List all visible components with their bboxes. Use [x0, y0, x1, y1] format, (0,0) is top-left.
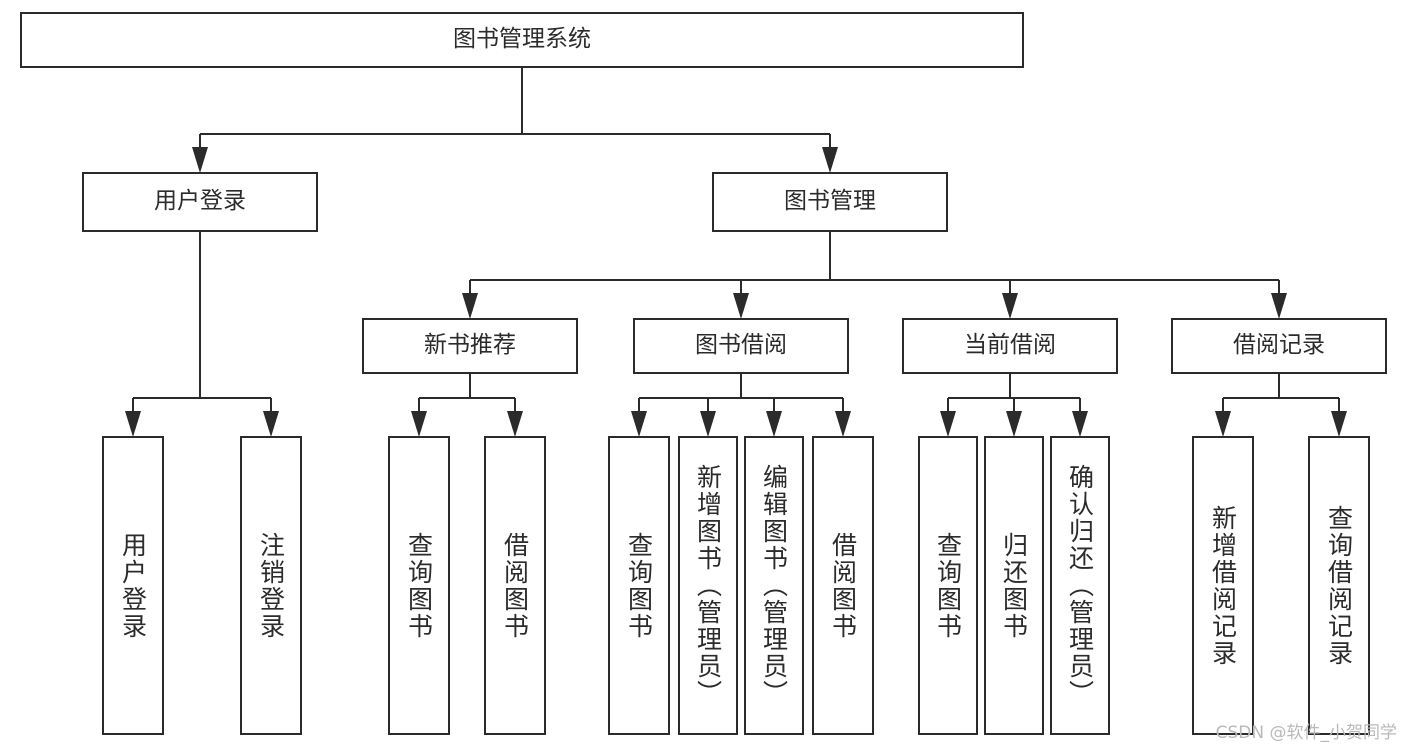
leaf-query-borrow-record[interactable]: 查询借阅记录: [1308, 436, 1370, 735]
node-book-management-label: 图书管理: [784, 188, 876, 215]
leaf-borrow-book-recommend-label: 借阅图书: [500, 531, 530, 640]
node-borrow-record-label: 借阅记录: [1233, 332, 1325, 359]
leaf-add-borrow-record-label: 新增借阅记录: [1208, 504, 1238, 667]
leaf-query-borrow-record-label: 查询借阅记录: [1324, 504, 1354, 667]
node-root[interactable]: 图书管理系统: [20, 12, 1024, 68]
node-user-login-label: 用户登录: [154, 188, 246, 215]
node-book-management[interactable]: 图书管理: [712, 172, 948, 232]
leaf-query-book-borrow-label: 查询图书: [624, 531, 654, 640]
leaf-user-login[interactable]: 用户登录: [102, 436, 164, 735]
leaf-edit-book-admin[interactable]: 编辑图书（管理员）: [744, 436, 804, 735]
node-new-book-recommend-label: 新书推荐: [424, 332, 516, 359]
node-borrow-record[interactable]: 借阅记录: [1171, 318, 1387, 374]
leaf-query-book-recommend-label: 查询图书: [404, 531, 434, 640]
leaf-confirm-return-admin-label: 确认归还（管理员）: [1065, 464, 1095, 707]
leaf-borrow-book[interactable]: 借阅图书: [812, 436, 874, 735]
leaf-return-book-label: 归还图书: [999, 531, 1029, 640]
leaf-query-book-recommend[interactable]: 查询图书: [388, 436, 450, 735]
node-book-borrow[interactable]: 图书借阅: [633, 318, 849, 374]
leaf-borrow-book-label: 借阅图书: [828, 531, 858, 640]
leaf-confirm-return-admin[interactable]: 确认归还（管理员）: [1050, 436, 1110, 735]
node-book-borrow-label: 图书借阅: [695, 332, 787, 359]
node-current-borrow-label: 当前借阅: [964, 332, 1056, 359]
leaf-logout[interactable]: 注销登录: [240, 436, 302, 735]
leaf-user-login-label: 用户登录: [118, 531, 148, 640]
node-user-login[interactable]: 用户登录: [82, 172, 318, 232]
node-root-label: 图书管理系统: [453, 26, 591, 53]
node-current-borrow[interactable]: 当前借阅: [902, 318, 1118, 374]
leaf-logout-label: 注销登录: [256, 531, 286, 640]
leaf-query-book-current[interactable]: 查询图书: [918, 436, 978, 735]
leaf-query-book-current-label: 查询图书: [933, 531, 963, 640]
leaf-add-book-admin[interactable]: 新增图书（管理员）: [678, 436, 738, 735]
leaf-edit-book-admin-label: 编辑图书（管理员）: [759, 464, 789, 707]
leaf-add-book-admin-label: 新增图书（管理员）: [693, 464, 723, 707]
watermark-text: CSDN @软件_小贺同学: [1215, 723, 1397, 743]
node-new-book-recommend[interactable]: 新书推荐: [362, 318, 578, 374]
leaf-return-book[interactable]: 归还图书: [984, 436, 1044, 735]
leaf-query-book-borrow[interactable]: 查询图书: [608, 436, 670, 735]
leaf-borrow-book-recommend[interactable]: 借阅图书: [484, 436, 546, 735]
leaf-add-borrow-record[interactable]: 新增借阅记录: [1192, 436, 1254, 735]
